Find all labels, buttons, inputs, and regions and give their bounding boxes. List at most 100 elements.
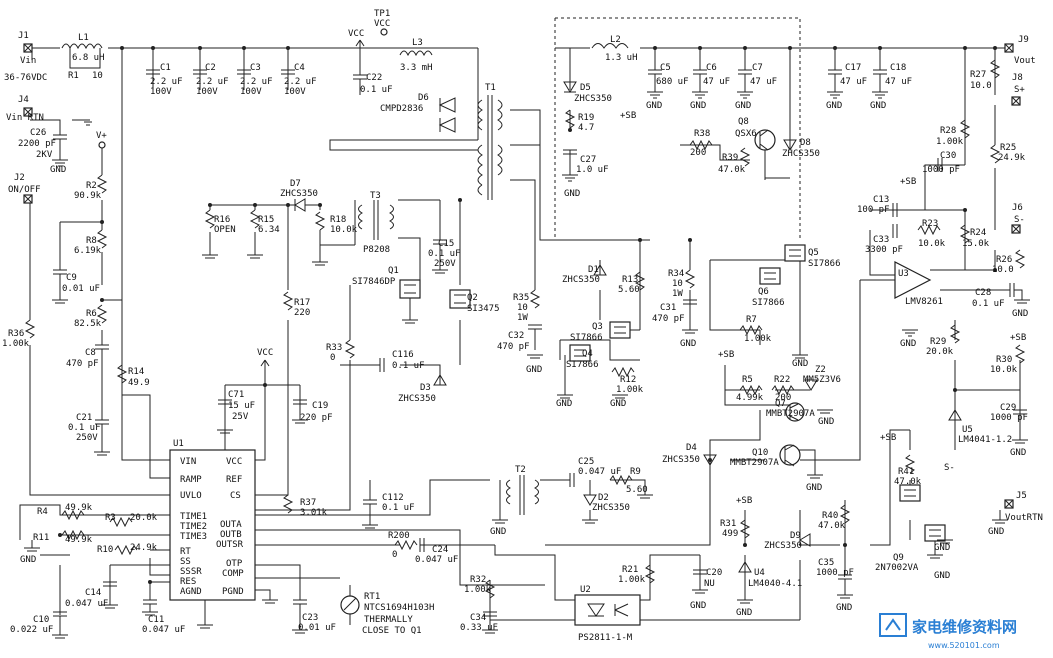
svg-text:C17: C17 — [845, 63, 861, 73]
svg-text:0.047 uF: 0.047 uF — [65, 599, 108, 609]
svg-text:C19: C19 — [312, 401, 328, 411]
svg-text:Q4: Q4 — [582, 349, 593, 359]
svg-text:NTCS1694H103H: NTCS1694H103H — [364, 603, 434, 613]
transformer-t3: T3 P8208 — [358, 191, 394, 255]
svg-text:R41: R41 — [898, 467, 914, 477]
svg-text:R39: R39 — [722, 153, 738, 163]
svg-text:0.1 uF: 0.1 uF — [360, 85, 393, 95]
svg-text:D4: D4 — [686, 443, 697, 453]
svg-text:1W: 1W — [517, 313, 528, 323]
svg-text:47.0k: 47.0k — [718, 165, 746, 175]
svg-text:MMBT2907A: MMBT2907A — [730, 458, 779, 468]
svg-text:470 pF: 470 pF — [66, 359, 99, 369]
svg-text:PS2811-1-M: PS2811-1-M — [578, 633, 633, 643]
svg-text:R29: R29 — [930, 337, 946, 347]
svg-text:10.0: 10.0 — [970, 81, 992, 91]
svg-text:47.0k: 47.0k — [818, 521, 846, 531]
svg-text:R25: R25 — [1000, 143, 1016, 153]
r1-label: R1 — [68, 71, 79, 81]
svg-text:R27: R27 — [970, 70, 986, 80]
svg-text:C33: C33 — [873, 235, 889, 245]
s-plus-label: S+ — [1014, 85, 1025, 95]
transformer-t2: T2 — [506, 465, 539, 515]
vcc-label-mid: VCC — [257, 348, 273, 358]
svg-text:C1: C1 — [160, 63, 171, 73]
svg-text:SI7866: SI7866 — [808, 259, 841, 269]
svg-text:1.00k: 1.00k — [936, 137, 964, 147]
svg-text:C34: C34 — [470, 613, 486, 623]
svg-text:0.1 uF: 0.1 uF — [392, 361, 425, 371]
svg-text:REF: REF — [226, 475, 242, 485]
svg-text:SI3475: SI3475 — [467, 304, 500, 314]
l3-value: 3.3 mH — [400, 63, 433, 73]
svg-text:GND: GND — [690, 101, 706, 111]
svg-text:R16: R16 — [214, 215, 230, 225]
svg-text:GND: GND — [690, 601, 706, 611]
svg-text:ZHCS350: ZHCS350 — [280, 189, 318, 199]
s-minus-label: S- — [1014, 215, 1025, 225]
svg-text:24.9k: 24.9k — [998, 153, 1026, 163]
svg-text:OUTA: OUTA — [220, 520, 242, 530]
svg-text:6.34: 6.34 — [258, 225, 280, 235]
svg-text:0.01 uF: 0.01 uF — [298, 623, 336, 633]
svg-text:C14: C14 — [85, 588, 101, 598]
svg-text:1000 pF: 1000 pF — [990, 413, 1028, 423]
svg-text:U2: U2 — [580, 585, 591, 595]
svg-text:C10: C10 — [33, 615, 49, 625]
svg-text:GND: GND — [900, 339, 916, 349]
vin-range-label: 36-76VDC — [4, 73, 47, 83]
svg-text:C29: C29 — [1000, 403, 1016, 413]
svg-text:10.0: 10.0 — [992, 265, 1014, 275]
sb-label-1: +SB — [620, 111, 636, 121]
svg-text:GND: GND — [988, 527, 1004, 537]
svg-text:0.022 uF: 0.022 uF — [10, 625, 53, 635]
svg-text:D6: D6 — [418, 93, 429, 103]
svg-text:ZHCS350: ZHCS350 — [562, 275, 600, 285]
svg-text:C116: C116 — [392, 350, 414, 360]
svg-text:R13: R13 — [622, 275, 638, 285]
opamp-u3: U3 LMV8261 — [894, 261, 943, 307]
svg-text:GND: GND — [680, 339, 696, 349]
svg-text:RES: RES — [180, 577, 196, 587]
svg-text:Q8: Q8 — [738, 117, 749, 127]
svg-text:C7: C7 — [752, 63, 763, 73]
svg-text:LM4040-4.1: LM4040-4.1 — [748, 579, 802, 589]
svg-text:GND: GND — [826, 101, 842, 111]
svg-text:470 pF: 470 pF — [652, 314, 685, 324]
svg-text:GND: GND — [20, 555, 36, 565]
svg-text:C31: C31 — [660, 303, 676, 313]
svg-text:25V: 25V — [232, 412, 249, 422]
svg-text:C22: C22 — [366, 73, 382, 83]
svg-text:D2: D2 — [598, 493, 609, 503]
svg-text:100V: 100V — [284, 87, 306, 97]
ic-u1: U1 VIN VCC RAMP REF UVLO CS TIME1 TIME2 … — [169, 439, 256, 601]
svg-text:RAMP: RAMP — [180, 475, 202, 485]
svg-text:R23: R23 — [922, 219, 938, 229]
transformer-t1: T1 — [477, 83, 503, 200]
svg-text:0.1 uF: 0.1 uF — [428, 249, 461, 259]
vout-rtn-label: VoutRTN — [1005, 513, 1043, 523]
svg-text:0.047 uF: 0.047 uF — [578, 467, 621, 477]
svg-text:SSSR: SSSR — [180, 567, 202, 577]
svg-text:C21: C21 — [76, 413, 92, 423]
